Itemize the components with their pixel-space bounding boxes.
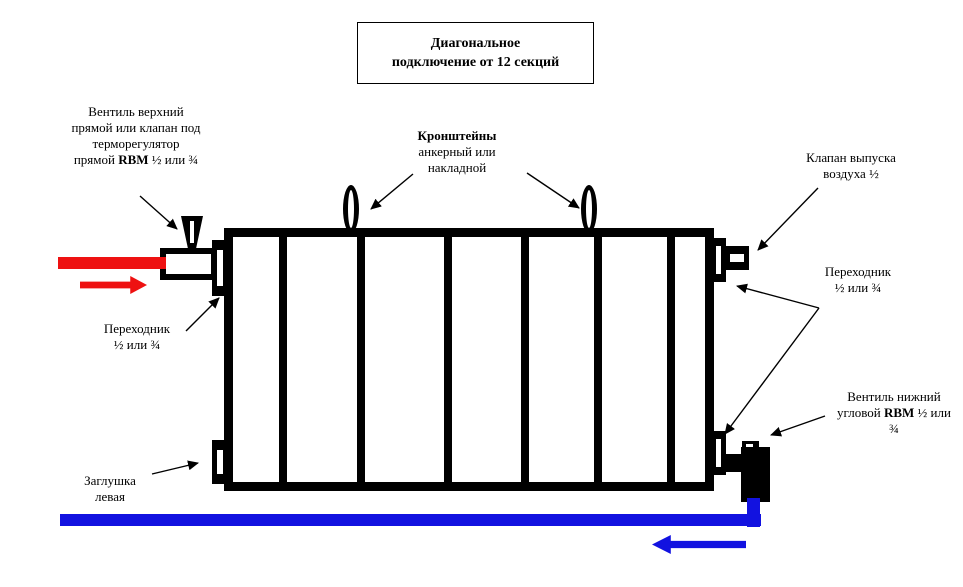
arrow-to-top-valve — [139, 195, 178, 230]
radiator-section-divider — [444, 237, 452, 482]
bracket-hook-left — [343, 185, 359, 233]
title-line-2: подключение от 12 секций — [391, 55, 560, 70]
bracket-hook-right — [581, 185, 597, 233]
radiator-section-divider — [279, 237, 287, 482]
arrow-to-left-bracket — [370, 173, 414, 210]
top-valve-handle-icon — [181, 216, 203, 250]
radiator-section-divider — [594, 237, 602, 482]
arrow-to-right-bracket — [526, 172, 580, 209]
label-plug: Заглушка левая — [84, 473, 136, 504]
top-valve-body — [160, 248, 217, 280]
radiator-section-divider — [521, 237, 529, 482]
radiator-body — [224, 228, 714, 491]
label-top-valve: Вентиль верхний прямой или клапан под те… — [71, 104, 201, 167]
label-brackets: Кронштейны анкерный или накладной — [417, 128, 497, 175]
adapter-fitting-top-right — [712, 238, 726, 282]
label-adapter-left: Переходник ½ или ¾ — [103, 321, 171, 352]
bottom-angle-valve — [741, 447, 770, 502]
flow-out-arrow-icon — [652, 535, 746, 554]
label-bottom-valve: Вентиль нижний угловой RBM ½ или ¾ — [837, 389, 951, 436]
flow-in-arrow-icon — [80, 276, 147, 294]
arrow-to-adapter-right-bottom — [724, 307, 820, 435]
air-release-valve — [726, 246, 749, 270]
arrow-to-air-valve — [757, 187, 819, 251]
radiator-section-divider — [667, 237, 675, 482]
label-air-valve: Клапан выпуска воздуха ½ — [806, 150, 896, 181]
label-adapter-right: Переходник ½ или ¾ — [824, 264, 892, 295]
radiator-section-divider — [357, 237, 365, 482]
title-line-1: Диагональное — [430, 36, 521, 51]
adapter-fitting-bottom-right — [712, 431, 726, 475]
return-pipe — [60, 514, 761, 526]
bottom-valve-arm — [726, 454, 744, 472]
arrow-to-bottom-valve — [770, 415, 826, 437]
supply-pipe — [58, 257, 166, 269]
title-box: Диагональное подключение от 12 секций — [357, 22, 594, 84]
left-plug — [212, 440, 229, 484]
